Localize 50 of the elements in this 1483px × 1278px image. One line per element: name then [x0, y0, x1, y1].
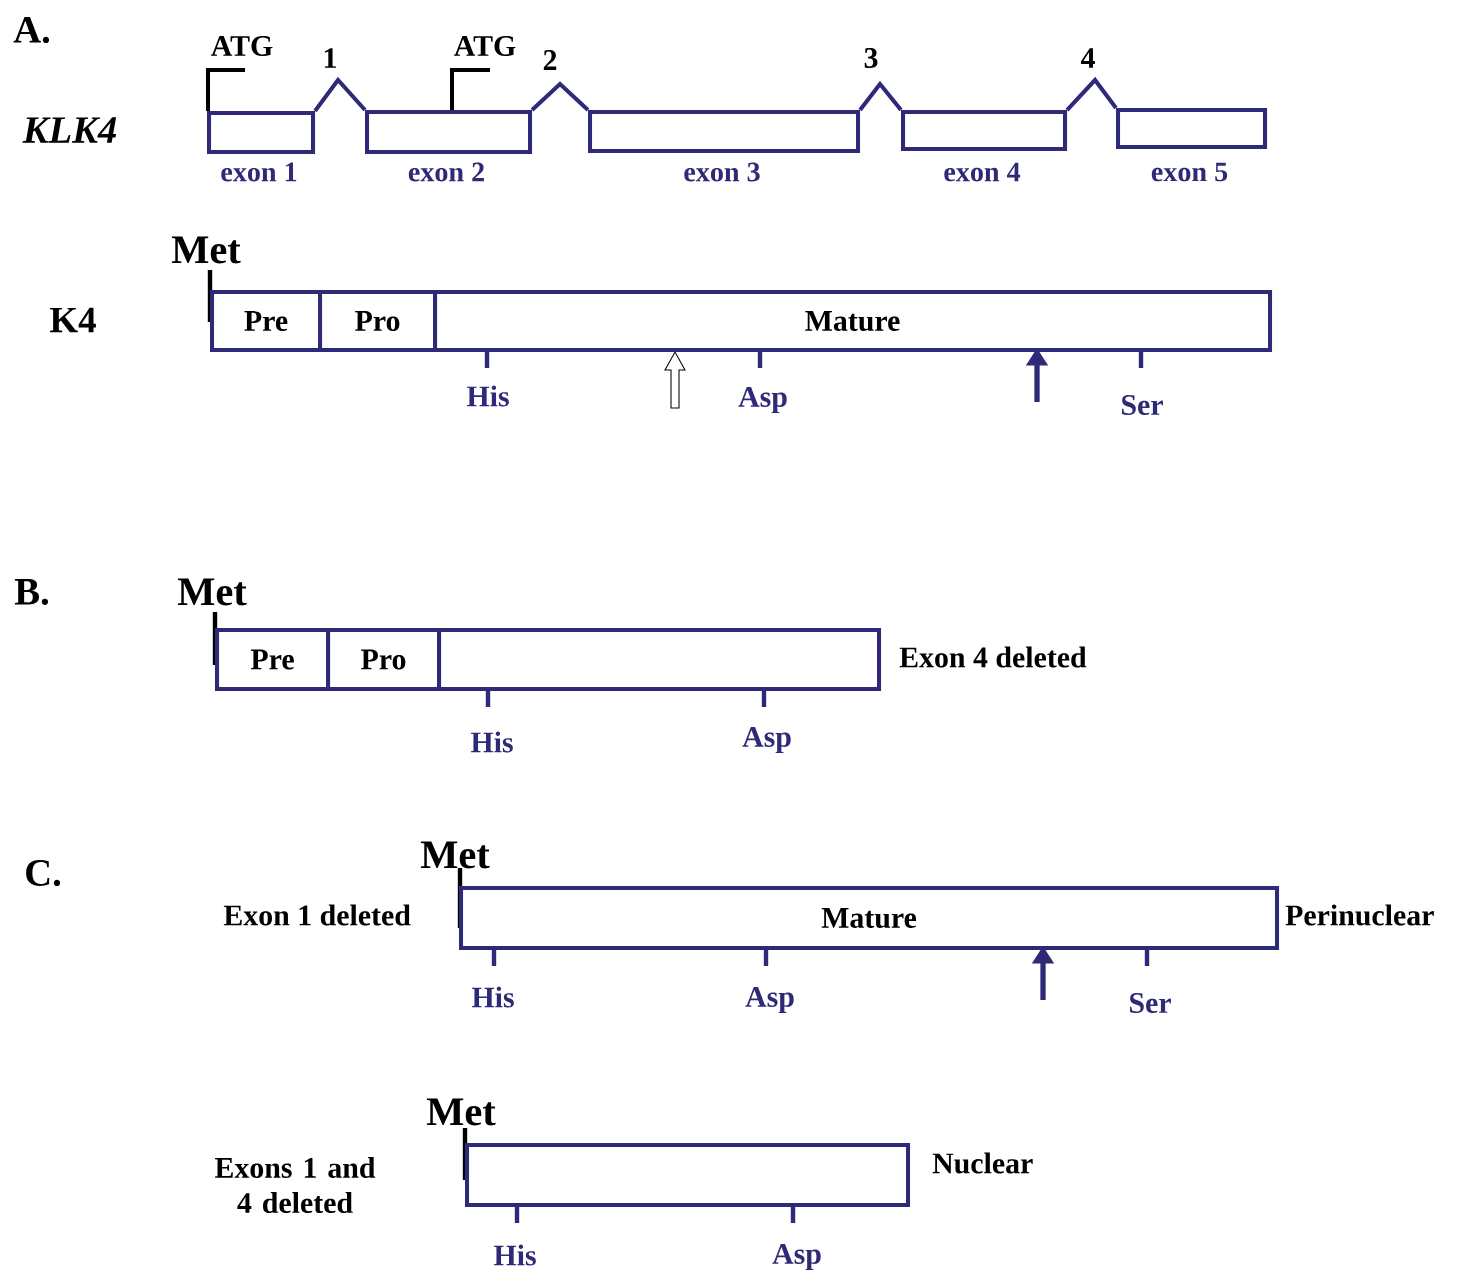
gene-label: KLK4 — [22, 117, 117, 143]
met-label: Met — [171, 236, 241, 264]
variant-note: Exons 1 and 4 deleted — [215, 1156, 376, 1214]
residue-label: His — [466, 385, 509, 407]
met-label: Met — [426, 1098, 496, 1126]
protein-segment: Mature — [433, 290, 1273, 353]
intron-number: 3 — [864, 47, 878, 69]
protein-segment: Mature — [459, 886, 1280, 951]
exon-box: exon 1 — [207, 111, 316, 182]
residue-label: Asp — [742, 726, 791, 754]
codon-label: ATG — [211, 35, 273, 57]
protein-segment: Pre — [215, 628, 331, 692]
intron-line — [530, 81, 590, 112]
variant-note: Exon 4 deleted — [899, 646, 1087, 668]
intron-line — [313, 76, 367, 113]
met-label: Met — [177, 578, 247, 606]
protein-segment: Pro — [326, 628, 442, 692]
residue-label: His — [493, 1244, 536, 1266]
intron-line — [858, 80, 903, 112]
exon-box: exon 4 — [901, 110, 1068, 182]
exon-box: exon 5 — [1116, 108, 1268, 182]
residue-label: His — [470, 731, 513, 753]
node-label: exon 1 — [221, 162, 297, 182]
localization-label: Perinuclear — [1285, 904, 1434, 926]
panel-letter: C. — [26, 859, 61, 887]
residue-label: Asp — [772, 1243, 821, 1271]
intron-number: 1 — [324, 48, 336, 68]
node-label: exon 2 — [408, 162, 484, 182]
residue-label: His — [471, 986, 514, 1008]
intron-number: 2 — [543, 50, 557, 70]
protein-label: K4 — [50, 307, 96, 333]
panel-letter: A. — [13, 17, 50, 44]
panel-letter: B. — [14, 579, 49, 605]
variant-note: Exon 1 deleted — [223, 904, 411, 926]
residue-label: Asp — [738, 386, 787, 414]
node-label: exon 4 — [944, 162, 1021, 182]
residue-label: Ser — [1130, 992, 1171, 1014]
intron-line — [1065, 76, 1118, 112]
codon-label: ATG — [454, 35, 516, 57]
localization-label: Nuclear — [932, 1152, 1033, 1174]
intron-number: 4 — [1080, 48, 1095, 68]
residue-label: Ser — [1122, 394, 1163, 416]
met-label: Met — [420, 841, 490, 869]
node-label: exon 3 — [684, 162, 760, 182]
protein-segment: Pre — [210, 290, 323, 353]
exon-box: exon 3 — [588, 110, 861, 182]
protein-segment: Pro — [318, 290, 438, 353]
residue-label: Asp — [745, 986, 794, 1014]
exon-box: exon 2 — [365, 110, 533, 182]
node-label: exon 5 — [1151, 162, 1228, 182]
